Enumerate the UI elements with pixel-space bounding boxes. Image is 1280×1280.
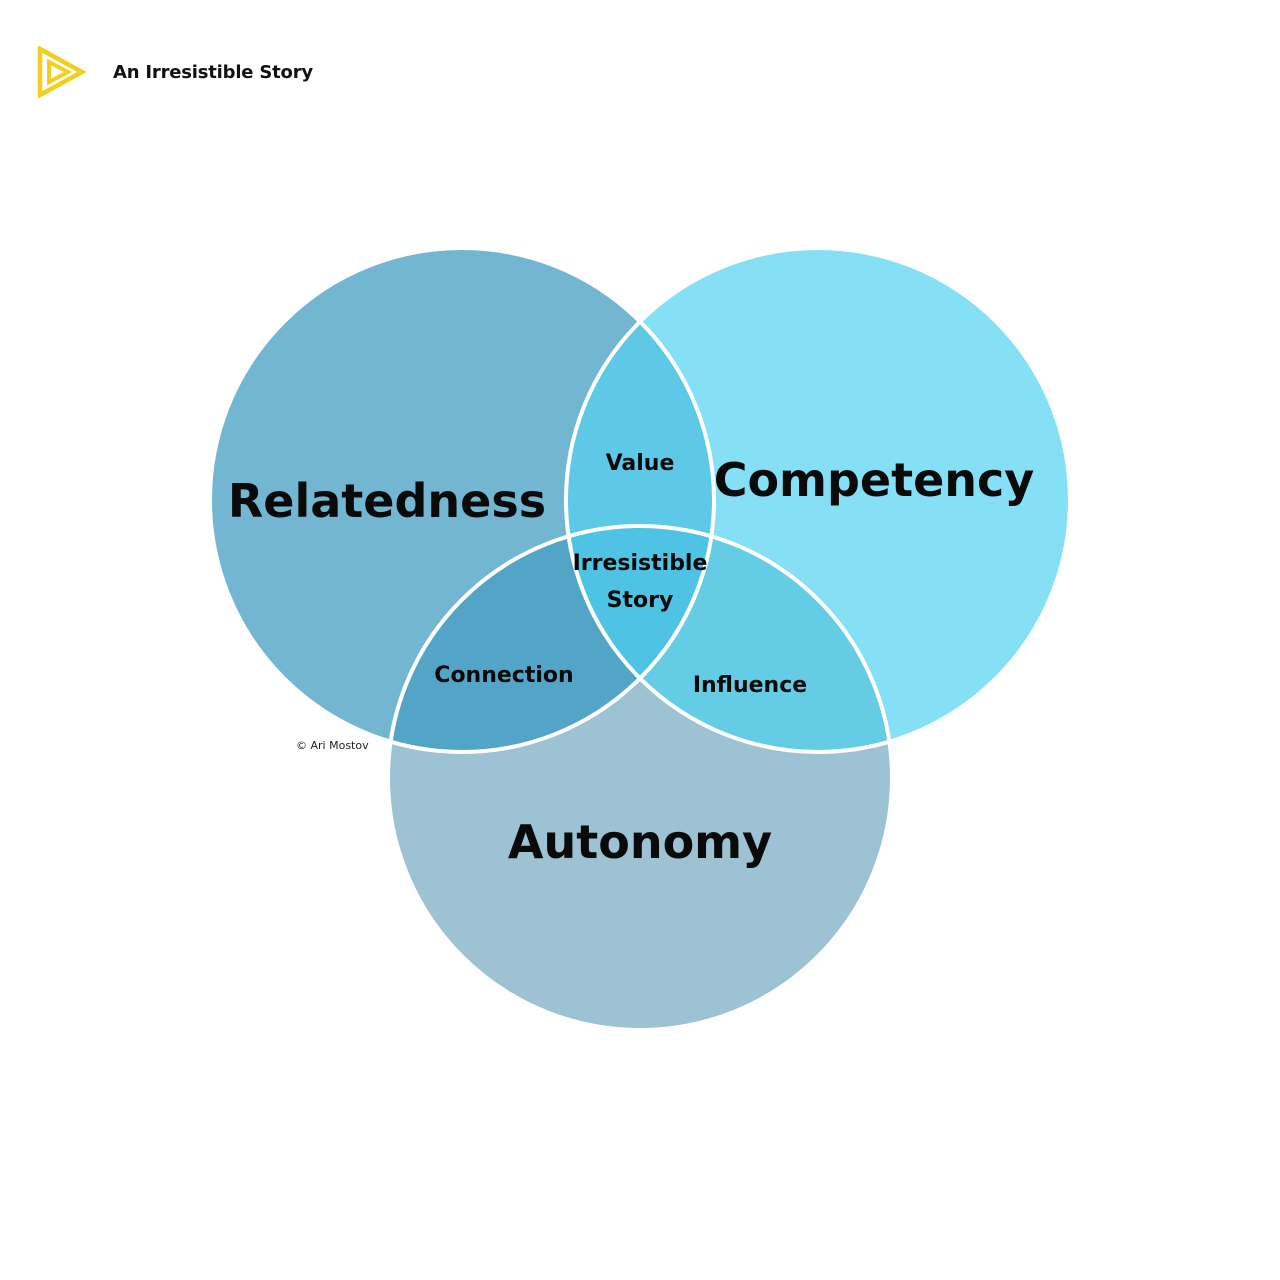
brand-header: An Irresistible Story — [36, 46, 313, 98]
autonomy-outline — [386, 524, 894, 1032]
value-label: Value — [606, 451, 675, 476]
relatedness-label: Relatedness — [228, 474, 546, 528]
irresistible-story-label-line2: Story — [607, 588, 674, 613]
influence-label: Influence — [693, 673, 807, 698]
competency-label: Competency — [714, 453, 1035, 507]
brand-name: An Irresistible Story — [113, 61, 313, 83]
relatedness-outline — [208, 246, 716, 754]
autonomy-label: Autonomy — [508, 815, 772, 869]
play-triangle-icon — [37, 46, 86, 98]
connection-label: Connection — [434, 663, 573, 688]
irresistible-story-label-line1: Irresistible — [573, 551, 708, 576]
connection-intersection — [388, 526, 714, 752]
copyright-text: © Ari Mostov — [296, 739, 369, 752]
competency-outline — [564, 246, 1072, 754]
influence-intersection — [566, 526, 892, 752]
